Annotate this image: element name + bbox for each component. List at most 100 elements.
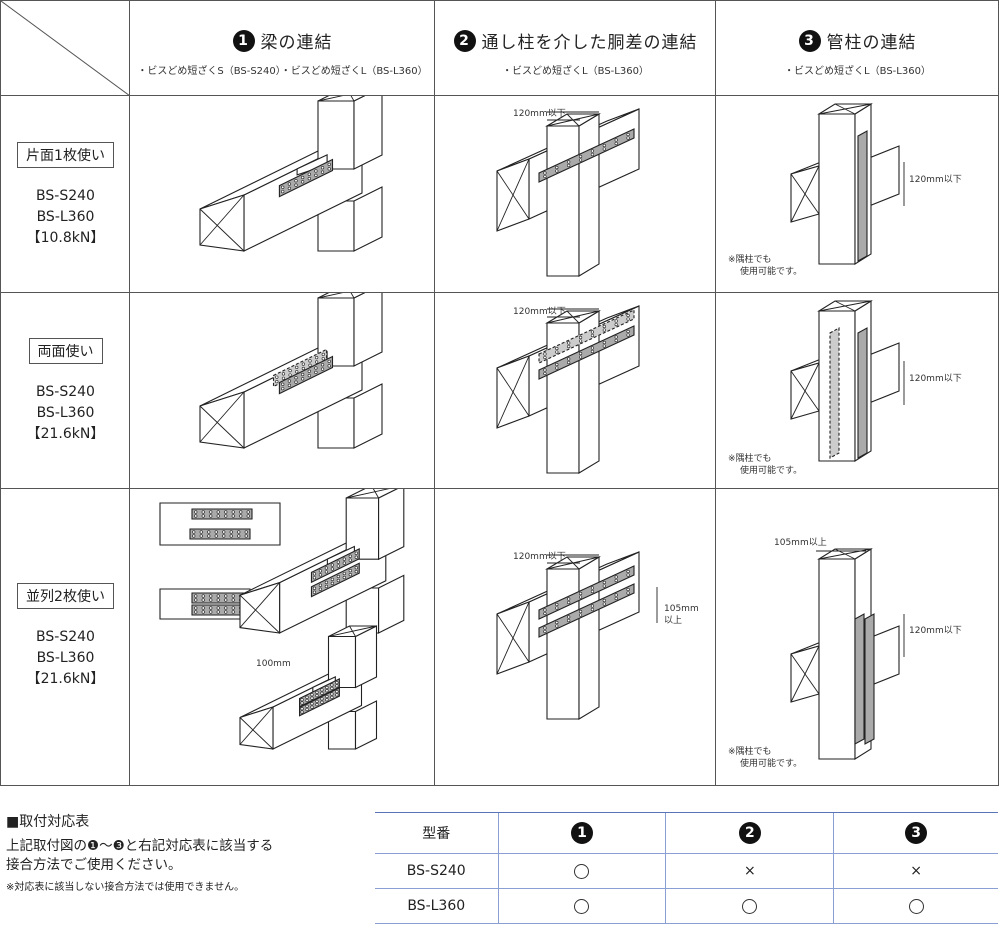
line-art: [199, 208, 245, 252]
plate-icon: [538, 583, 635, 638]
screw-hole-icon: [567, 357, 571, 361]
model-cell: BS-L360: [375, 888, 498, 924]
post: [578, 556, 600, 720]
screw-hole-icon: [216, 598, 220, 602]
screw-hole-icon: [578, 339, 583, 343]
screw-hole-icon: [602, 598, 606, 603]
screw-hole-icon: [320, 166, 325, 170]
line-art: [790, 165, 820, 223]
screw-hole-icon: [614, 578, 618, 583]
screw-hole-icon: [288, 373, 292, 377]
screw-hole-icon: [354, 551, 358, 555]
diagram-beam-parallel: 100mm: [130, 489, 435, 786]
dimension-label: 以上: [664, 616, 683, 626]
post: [353, 186, 383, 252]
screw-hole-icon: [590, 330, 595, 334]
screw-hole-icon: [194, 594, 198, 598]
screw-hole-icon: [301, 362, 305, 366]
screw-hole-icon: [209, 598, 213, 602]
screw-hole-icon: [567, 163, 571, 168]
screw-hole-icon: [555, 362, 559, 367]
strength: 【21.6kN】: [26, 426, 105, 442]
footnote: ※対応表に該当しない接合方法では使用できません。: [6, 882, 245, 893]
screw-hole-icon: [320, 170, 325, 174]
ok-mark: [742, 898, 758, 914]
screw-hole-icon: [224, 594, 228, 598]
screw-hole-icon: [614, 319, 618, 323]
screw-hole-icon: [315, 694, 319, 698]
screw-hole-icon: [318, 587, 323, 591]
screw-hole-icon: [237, 534, 241, 538]
screw-hole-icon: [231, 594, 235, 598]
line-art: [790, 645, 820, 703]
screw-hole-icon: [301, 372, 305, 377]
row-label-both-sides: 両面使い BS-S240 BS-L360 【21.6kN】: [1, 338, 130, 445]
screw-hole-icon: [590, 152, 595, 157]
screw-hole-icon: [614, 593, 618, 597]
line-art: [199, 391, 245, 443]
plate-icon: [310, 547, 360, 584]
screw-hole-icon: [348, 569, 352, 573]
screw-hole-icon: [578, 154, 583, 159]
diagram-post-single: 120mm以下 ※隅柱でも 使用可能です。: [716, 96, 999, 292]
screw-hole-icon: [590, 349, 595, 354]
screw-hole-icon: [578, 595, 583, 599]
screw-hole-icon: [194, 598, 198, 602]
screw-hole-icon: [330, 692, 334, 696]
number-badge: 2: [453, 29, 476, 52]
post-top: [317, 96, 366, 102]
line-art: [372, 489, 379, 499]
screw-hole-icon: [231, 598, 235, 602]
screw-hole-icon: [567, 160, 571, 164]
screw-hole-icon: [567, 341, 571, 345]
screw-hole-icon: [626, 591, 630, 595]
number-badge: 2: [738, 822, 761, 844]
screw-hole-icon: [602, 580, 606, 585]
screw-hole-icon: [602, 584, 606, 588]
screw-hole-icon: [281, 376, 286, 380]
screw-hole-icon: [543, 608, 547, 612]
screw-hole-icon: [312, 572, 317, 576]
screw-hole-icon: [602, 324, 606, 329]
screw-hole-icon: [224, 510, 228, 514]
screw-hole-icon: [246, 510, 250, 514]
screw-hole-icon: [237, 530, 241, 534]
screw-hole-icon: [330, 577, 334, 582]
screw-hole-icon: [555, 366, 559, 370]
compat-cell: [497, 888, 666, 924]
divider: [715, 1, 716, 785]
note: 使用可能です。: [740, 267, 803, 277]
screw-hole-icon: [320, 691, 324, 695]
screw-hole-icon: [201, 610, 205, 614]
row-label-single: 片面1枚使い BS-S240 BS-L360 【10.8kN】: [1, 142, 130, 249]
divider: [129, 1, 130, 785]
screw-hole-icon: [626, 587, 630, 592]
screw-hole-icon: [335, 693, 339, 697]
screw-hole-icon: [244, 530, 248, 534]
screw-hole-icon: [325, 685, 329, 690]
ng-mark: ×: [910, 863, 922, 879]
screw-hole-icon: [330, 563, 334, 567]
screw-hole-icon: [590, 604, 595, 608]
compat-cell: ×: [665, 853, 834, 889]
screw-hole-icon: [300, 707, 304, 711]
screw-hole-icon: [602, 147, 606, 151]
screw-hole-icon: [567, 615, 571, 619]
plate-icon: [299, 677, 340, 708]
screw-hole-icon: [614, 138, 618, 142]
screw-hole-icon: [301, 366, 305, 371]
post: [353, 96, 383, 170]
screw-hole-icon: [590, 149, 595, 153]
line-art: [199, 194, 245, 246]
screw-hole-icon: [320, 363, 325, 367]
number-badge: 1: [232, 29, 255, 52]
diagram-post-both: 120mm以下 ※隅柱でも 使用可能です。: [716, 293, 999, 488]
header-col: 3: [833, 812, 998, 854]
number-badge: 3: [798, 29, 821, 52]
compat-cell: ×: [833, 853, 998, 889]
screw-hole-icon: [626, 317, 630, 321]
beam-end: [199, 391, 245, 449]
screw-hole-icon: [590, 607, 595, 612]
line-art: [239, 582, 280, 628]
